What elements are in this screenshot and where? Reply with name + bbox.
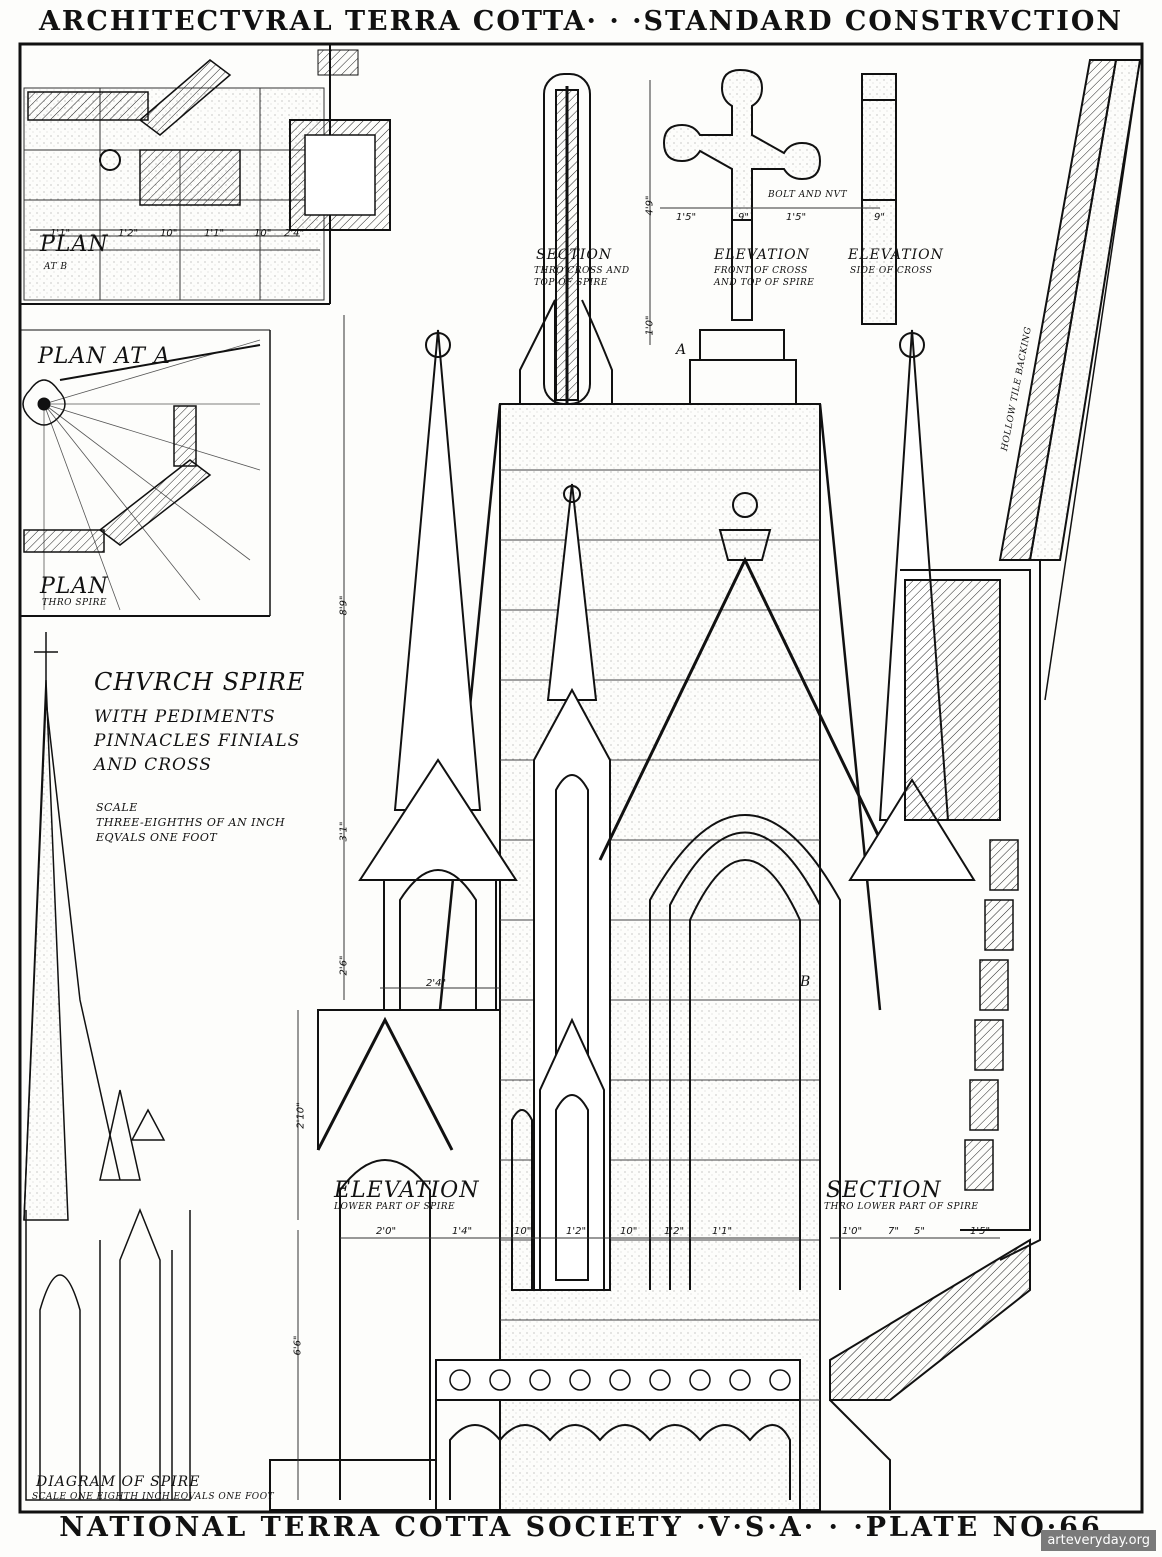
- plan-b-panel: [20, 44, 391, 305]
- section-cross-sub2: TOP OF SPIRE: [534, 278, 608, 288]
- dim-lower-height: 2'10": [295, 1102, 307, 1129]
- diagram-label: DIAGRAM OF SPIRE: [36, 1474, 201, 1490]
- dim-base-height: 6'6": [292, 1335, 304, 1356]
- dim-elev-2: 1'4": [452, 1226, 473, 1237]
- section-cross-label: SECTION: [536, 247, 613, 263]
- dim-elev-6: 1'2": [664, 1226, 685, 1237]
- dim-sect-2: 7": [888, 1226, 899, 1237]
- title-line-3: AND CROSS: [94, 755, 212, 775]
- cross-section: [519, 73, 613, 405]
- dim-spire-base: 1'0": [644, 315, 656, 336]
- dim-cross-1: 1'5": [676, 212, 697, 223]
- elev-front-label: ELEVATION: [714, 247, 810, 263]
- dim-pediment-height: 3'1": [338, 821, 350, 842]
- elev-lower-label: ELEVATION: [334, 1178, 480, 1203]
- dim-sect-3: 5": [914, 1226, 925, 1237]
- scale-line-3: EQVALS ONE FOOT: [96, 831, 218, 844]
- dim-elev-4: 1'2": [566, 1226, 587, 1237]
- spire-diagram: [23, 632, 191, 1501]
- marker-b: B: [800, 974, 812, 990]
- scale-line-2: THREE-EIGHTHS OF AN INCH: [96, 816, 286, 829]
- main-spire: [269, 329, 976, 1511]
- plan-spire-label: PLAN: [40, 574, 109, 599]
- dim-elev-7: 1'1": [712, 1226, 733, 1237]
- dim-opening-width: 2'4": [426, 978, 447, 989]
- dim-sect-1: 1'0": [842, 1226, 863, 1237]
- title-line-1: WITH PEDIMENTS: [94, 707, 276, 727]
- plan-a-label: PLAN AT A: [38, 344, 171, 369]
- dim-pinnacle-height: 2'6": [338, 955, 350, 976]
- dim-plan-1: 1'1": [50, 228, 71, 239]
- plan-b-sub: AT B: [44, 262, 68, 272]
- bolt-note: BOLT AND NVT: [768, 190, 848, 200]
- dim-sect-4: 1'5": [970, 1226, 991, 1237]
- dim-plan-3: 10": [160, 228, 178, 239]
- scale-line-1: SCALE: [96, 801, 138, 814]
- elev-front-sub2: AND TOP OF SPIRE: [714, 278, 815, 288]
- diagram-sub: SCALE ONE EIGHTH INCH EQVALS ONE FOOT: [32, 1492, 275, 1502]
- elev-side-label: ELEVATION: [848, 247, 944, 263]
- section-lower-sub: THRO LOWER PART OF SPIRE: [824, 1202, 979, 1212]
- elev-lower-sub: LOWER PART OF SPIRE: [334, 1202, 456, 1212]
- dim-cross-4: 9": [874, 212, 885, 223]
- section-lower-label: SECTION: [826, 1178, 942, 1203]
- dim-elev-5: 10": [620, 1226, 638, 1237]
- elev-side-sub: SIDE OF CROSS: [850, 266, 933, 276]
- dim-plan-2: 1'2": [118, 228, 139, 239]
- marker-a: A: [676, 342, 688, 358]
- watermark: arteveryday.org: [1041, 1530, 1156, 1551]
- dim-plan-4: 1'1": [204, 228, 225, 239]
- plan-a-panel: [20, 329, 271, 617]
- plate-border: [18, 42, 1144, 1514]
- cross-elevation: [662, 68, 897, 404]
- title-line-2: PINNACLES FINIALS: [94, 731, 301, 751]
- drawing-title: CHVRCH SPIRE: [94, 668, 306, 696]
- dimension-lines: [40, 80, 1000, 1500]
- dim-elev-3: 10": [514, 1226, 532, 1237]
- dim-plan-6: 2'4": [284, 228, 305, 239]
- dim-plan-5: 10": [254, 228, 272, 239]
- dim-elev-1: 2'0": [376, 1226, 397, 1237]
- dim-spire-height: 8'9": [338, 595, 350, 616]
- plan-spire-sub: THRO SPIRE: [42, 598, 107, 608]
- plate-header: ARCHITECTVRAL TERRA COTTA· · ·STANDARD C…: [38, 6, 1124, 37]
- elev-front-sub1: FRONT OF CROSS: [714, 266, 808, 276]
- dim-cross-2: 9": [738, 212, 749, 223]
- plate-footer: NATIONAL TERRA COTTA SOCIETY ·V·S·A· · ·…: [59, 1512, 1103, 1543]
- section-cross-sub1: THRO CROSS AND: [534, 266, 630, 276]
- plan-b-label: PLAN: [40, 232, 109, 257]
- dim-cross-height: 4'9": [644, 195, 656, 216]
- dim-cross-3: 1'5": [786, 212, 807, 223]
- section-wall: [829, 59, 1142, 1510]
